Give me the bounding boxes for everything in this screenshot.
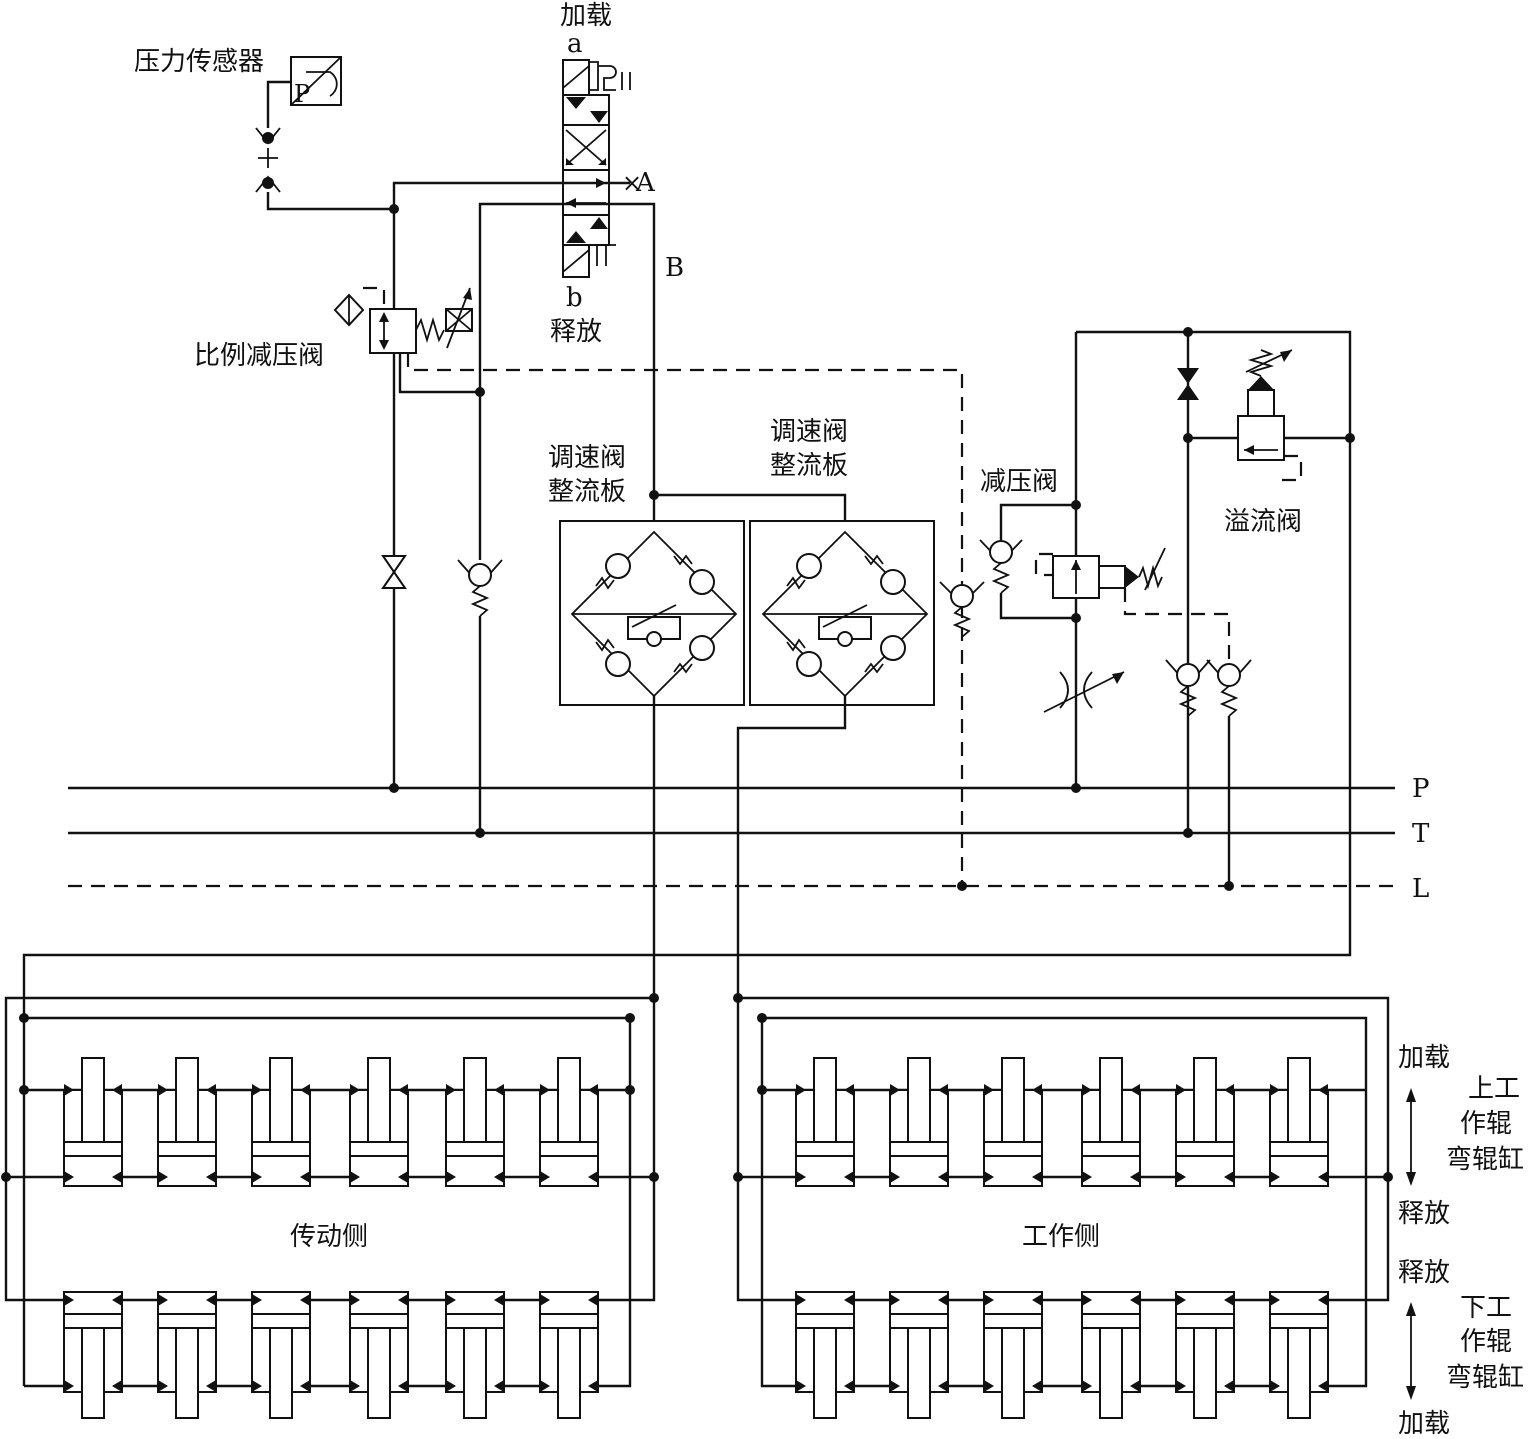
stop-valve-supply <box>381 555 407 589</box>
lower-stroke-arrow <box>1406 1302 1416 1400</box>
label-line-T: T <box>1412 819 1430 849</box>
stop-valve-relief <box>1177 368 1199 400</box>
check-valve-leak <box>939 581 985 638</box>
sensor-quick-coupling <box>255 80 394 211</box>
port-A-plug: × <box>622 169 642 197</box>
label-speed-valve-1-line2: 整流板 <box>548 477 626 507</box>
drive-side-lower-cylinder-5 <box>445 1291 505 1419</box>
label-port-b: b <box>566 283 583 313</box>
label-proportional-reducing-valve: 比例减压阀 <box>194 341 324 371</box>
work-side-upper-cylinder-4 <box>1081 1057 1141 1187</box>
label-line-L: L <box>1412 874 1429 904</box>
drive-side-lower-cylinder-1 <box>63 1291 123 1419</box>
label-line-P: P <box>1412 774 1430 804</box>
label-upper-title-1: 上工 <box>1468 1074 1520 1104</box>
work-side-lower-cylinder-1 <box>795 1291 855 1419</box>
speed-control-valve-1 <box>559 520 745 706</box>
work-side-lower-cylinder-2 <box>889 1291 949 1419</box>
work-side-upper-cylinder-5 <box>1175 1057 1235 1187</box>
check-valves-relief <box>1165 659 1252 717</box>
relief-valve <box>1237 349 1303 482</box>
drive-side-upper-cylinder-1 <box>63 1057 123 1187</box>
label-port-A: A <box>635 168 656 198</box>
work-side-lower-cylinder-3 <box>983 1291 1043 1419</box>
work-side-lower-cylinder-4 <box>1081 1291 1141 1419</box>
label-loading-top: 加载 <box>560 1 612 31</box>
drive-side-upper-cylinder-2 <box>157 1057 217 1187</box>
label-upper-load: 加载 <box>1398 1043 1450 1073</box>
work-side-upper-cylinder-2 <box>889 1057 949 1187</box>
work-side-upper-cylinder-6 <box>1269 1057 1329 1187</box>
label-speed-valve-1-line1: 调速阀 <box>548 443 626 473</box>
pressure-reducing-valve <box>979 503 1231 660</box>
label-speed-valve-2-line1: 调速阀 <box>770 417 848 447</box>
drive-side-upper-cylinder-6 <box>539 1057 599 1187</box>
pressure-sensor: P <box>290 56 342 108</box>
drive-side-lower-cylinder-2 <box>157 1291 217 1419</box>
label-lower-title-3: 弯辊缸 <box>1446 1363 1524 1393</box>
label-relief-valve: 溢流阀 <box>1224 507 1302 537</box>
label-port-B: B <box>665 253 684 283</box>
label-speed-valve-2-line2: 整流板 <box>770 451 848 481</box>
drive-side-upper-cylinder-4 <box>349 1057 409 1187</box>
label-upper-release: 释放 <box>1398 1199 1450 1229</box>
check-valve-return <box>457 310 503 833</box>
work-side-upper-cylinder-3 <box>983 1057 1043 1187</box>
proportional-reducing-valve <box>333 286 473 354</box>
drive-side-lower-cylinder-3 <box>251 1291 311 1419</box>
speed-control-valve-2 <box>749 520 935 706</box>
label-lower-title-1: 下工 <box>1460 1293 1512 1323</box>
label-drive-side: 传动侧 <box>290 1222 368 1252</box>
label-release-top: 释放 <box>550 317 602 347</box>
throttle-valve <box>1043 671 1125 713</box>
work-side-lower-cylinder-6 <box>1269 1291 1329 1419</box>
label-work-side: 工作侧 <box>1022 1222 1100 1252</box>
label-upper-title-3: 弯辊缸 <box>1446 1145 1524 1175</box>
directional-solenoid-valve <box>562 59 631 278</box>
upper-stroke-arrow <box>1406 1088 1416 1186</box>
label-lower-load: 加载 <box>1398 1409 1450 1439</box>
drive-side-upper-cylinder-3 <box>251 1057 311 1187</box>
bending-cylinders <box>63 1057 1329 1419</box>
label-lower-release: 释放 <box>1398 1258 1450 1288</box>
label-upper-title-2: 作辊 <box>1460 1109 1512 1139</box>
drive-side-lower-cylinder-4 <box>349 1291 409 1419</box>
drive-side-upper-cylinder-5 <box>445 1057 505 1187</box>
label-lower-title-2: 作辊 <box>1460 1327 1512 1357</box>
label-reducing-valve: 减压阀 <box>980 467 1058 497</box>
label-pressure-sensor: 压力传感器 <box>134 47 264 77</box>
sensor-symbol: P <box>294 80 310 108</box>
label-port-a: a <box>567 29 583 59</box>
work-side-lower-cylinder-5 <box>1175 1291 1235 1419</box>
work-side-upper-cylinder-1 <box>795 1057 855 1187</box>
drive-side-lower-cylinder-6 <box>539 1291 599 1419</box>
